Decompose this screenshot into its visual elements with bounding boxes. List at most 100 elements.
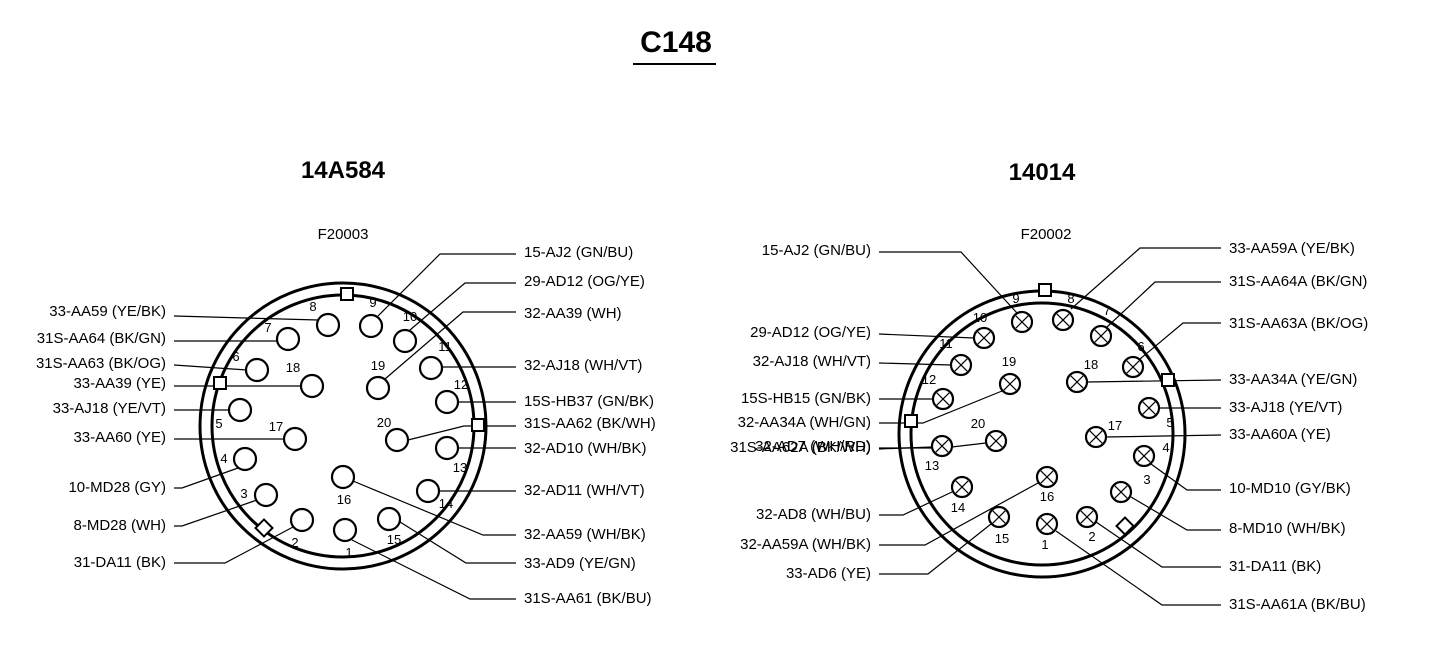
pin-cavity [315,312,341,338]
pin-number: 3 [240,486,247,501]
pin-cross-mark [1040,470,1054,484]
pin-circuit-label: 32-AA59A (WH/BK) [740,536,871,553]
pin-number: 12 [922,372,936,387]
pin-circuit-label: 15-AJ2 (GN/BU) [762,242,871,259]
pin-circuit-label: 31S-AA62 (BK/WH) [524,415,656,432]
pin-lead-line [174,526,294,564]
connector-key-tab [1115,516,1135,536]
pin-number: 15 [995,531,1009,546]
pin-circuit-label: 32-AA59 (WH/BK) [524,526,646,543]
pin-number: 6 [1137,339,1144,354]
pin-circuit-label: 33-AA59 (YE/BK) [49,303,166,320]
pin-cross-mark [1080,510,1094,524]
pin-number: 8 [1067,291,1074,306]
pin-number: 18 [1084,357,1098,372]
pin-number: 14 [439,496,453,511]
pin-lead-line [174,499,258,527]
pin-cross-mark [954,358,968,372]
pin-circuit-label: 15-AJ2 (GN/BU) [524,244,633,261]
connector-wires [173,253,516,600]
pin-cavity [434,435,460,461]
pin-circuit-label: 32-AJ18 (WH/VT) [524,357,642,374]
pin-cross-mark [992,510,1006,524]
pin-cross-mark [1070,375,1084,389]
pin-cavity [330,464,356,490]
pin-lead-line [173,315,319,321]
pin-number: 1 [345,545,352,560]
pin-circuit-label: 10-MD28 (GY) [68,479,166,496]
pin-cavity [418,355,444,381]
pin-circuit-label: 8-MD28 (WH) [74,517,167,534]
pin-cavity [227,397,253,423]
pin-number: 8 [309,299,316,314]
pin-cavity [289,507,315,533]
pin-circuit-label: 32-AA34A (WH/GN) [738,414,871,431]
pin-number: 4 [220,451,227,466]
connector-key-tab [471,418,485,432]
pin-cavity [415,478,441,504]
pin-circuit-label: 32-AJ18 (WH/VT) [753,353,871,370]
pin-cross-mark [1015,315,1029,329]
pin-number: 2 [291,535,298,550]
pin-lead-line [174,467,239,489]
pin-lead-line [879,491,953,516]
connector-inner-ring [909,301,1175,567]
pin-circuit-label: 33-AJ18 (YE/VT) [1229,399,1342,416]
pin-lead-line [879,482,1039,546]
pin-circuit-label: 33-AJ18 (YE/VT) [53,400,166,417]
pin-cavity [282,426,308,452]
pin-cross-mark [1089,430,1103,444]
pin-cavity [253,482,279,508]
pin-number: 20 [971,416,985,431]
pin-lead-line [1106,281,1221,328]
connector-key-tab [1161,373,1175,387]
pin-cross-mark [1040,517,1054,531]
pin-number: 9 [1012,291,1019,306]
pin-lead-line [1139,322,1221,360]
pin-lead-line [399,521,516,564]
pin-lead-line [352,480,516,536]
pin-lead-line [878,362,952,366]
pin-circuit-label: 15S-HB37 (GN/BK) [524,393,654,410]
pin-cavity [365,375,391,401]
pin-cross-mark [935,439,949,453]
pin-circuit-label: 32-AD7 (WH/RD) [755,438,871,455]
pin-number: 17 [1108,418,1122,433]
pin-circuit-label: 15S-HB15 (GN/BK) [741,390,871,407]
pin-number: 5 [1166,415,1173,430]
pin-cavity [232,446,258,472]
connector-key-tab [340,287,354,301]
pin-number: 17 [269,419,283,434]
pin-number: 10 [973,310,987,325]
pin-circuit-label: 29-AD12 (OG/YE) [524,273,645,290]
pin-number: 13 [925,458,939,473]
pin-circuit-label: 29-AD12 (OG/YE) [750,324,871,341]
pin-cross-mark [989,434,1003,448]
pin-lead-line [407,425,516,441]
pin-lead-line [878,333,975,339]
pin-lead-line [384,311,516,380]
pin-cross-mark [955,480,969,494]
connector-key-tab [904,414,918,428]
pin-number: 6 [232,349,239,364]
pin-cavity [332,517,358,543]
pin-number: 11 [438,339,452,354]
pin-number: 14 [951,500,965,515]
pin-cross-mark [936,392,950,406]
pin-lead-line [351,539,516,600]
pin-lead-line [409,282,516,331]
pin-number: 20 [377,415,391,430]
pin-cavity [358,313,384,339]
pin-circuit-label: 32-AA39 (WH) [524,305,622,322]
pin-number: 7 [264,320,271,335]
pin-number: 19 [371,358,385,373]
pin-cross-mark [1094,329,1108,343]
pin-lead-line [1130,496,1221,531]
pin-cavity [434,389,460,415]
pin-number: 16 [1040,489,1054,504]
connector-part-number: F20002 [1021,226,1072,243]
diagram-title: C148 [640,26,712,59]
